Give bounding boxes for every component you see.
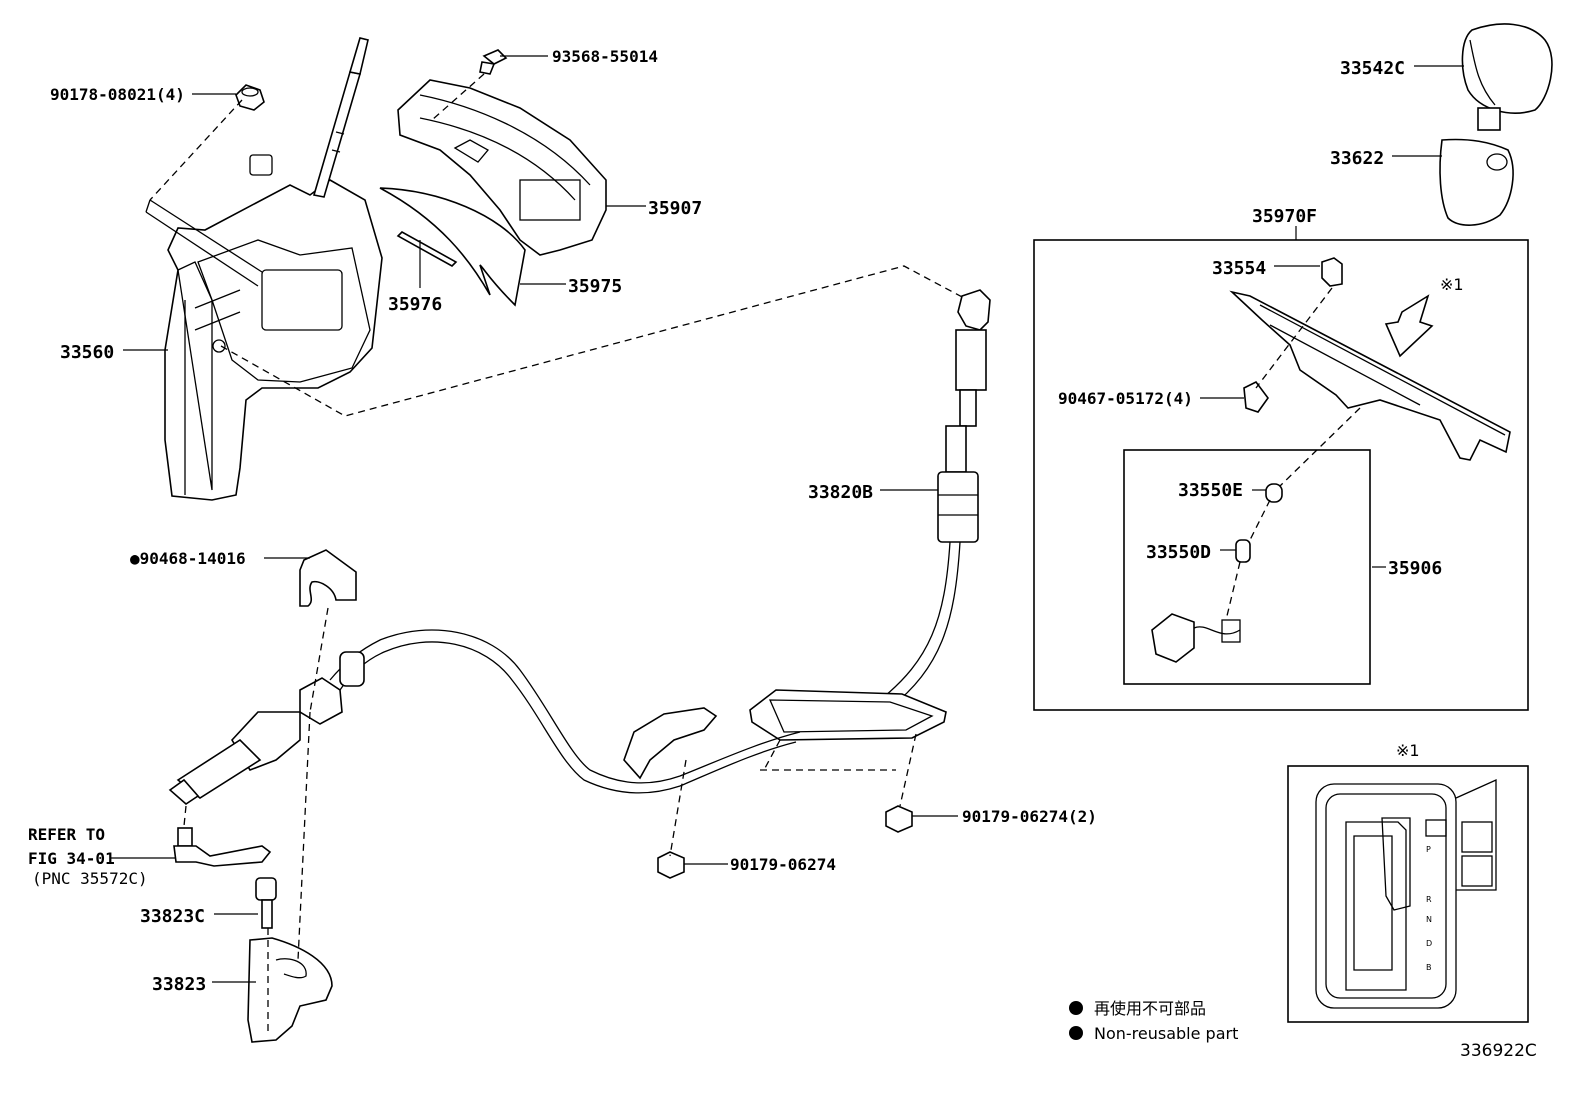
indicator-housing — [1229, 257, 1511, 461]
dashed-guides — [149, 73, 1361, 1034]
shift-lever-assembly — [145, 37, 383, 501]
refer-line-1: REFER TO — [28, 825, 105, 844]
label-35975: 35975 — [568, 276, 622, 297]
label-90179-a: 90179-06274(2) — [962, 807, 1097, 826]
label-33820B: 33820B — [808, 482, 873, 503]
shift-knob-33542C — [1461, 23, 1553, 131]
bolt-90178 — [235, 84, 265, 111]
legend-dot-1 — [1069, 1001, 1083, 1015]
label-33823: 33823 — [152, 974, 206, 995]
box-detail-1 — [1287, 765, 1529, 1023]
label-90179-b: 90179-06274 — [730, 855, 836, 874]
shift-gate-detail: P R N D B — [1315, 778, 1497, 1009]
label-90467: 90467-05172(4) — [1058, 389, 1193, 408]
bolt-93568 — [479, 49, 508, 75]
clip-90468 — [299, 549, 357, 607]
label-93568: 93568-55014 — [552, 47, 658, 66]
detail-mark-1: ※1 — [1396, 741, 1420, 760]
refer-line-3: (PNC 35572C) — [32, 869, 148, 888]
refer-line-2: FIG 34-01 — [28, 849, 115, 868]
boot-33622 — [1439, 138, 1514, 226]
gate-label-r: R — [1426, 895, 1432, 904]
gate-label-b: B — [1426, 963, 1432, 972]
label-35976: 35976 — [388, 294, 442, 315]
legend-en: Non-reusable part — [1094, 1024, 1238, 1043]
label-33550D: 33550D — [1146, 542, 1211, 563]
box-35906 — [1123, 449, 1371, 685]
bolt-33823C — [255, 877, 277, 929]
bulb-socket — [1151, 483, 1283, 663]
ref-mark-1: ※1 — [1440, 275, 1464, 294]
plate-35975 — [379, 187, 526, 307]
label-33622: 33622 — [1330, 148, 1384, 169]
gate-label-d: D — [1426, 939, 1432, 948]
legend-dot-2 — [1069, 1026, 1083, 1040]
label-35970F: 35970F — [1252, 206, 1317, 227]
leader-lines — [110, 55, 1464, 983]
figure-code: 336922C — [1460, 1041, 1537, 1061]
gasket-35976 — [396, 231, 458, 267]
cover-35907 — [397, 79, 607, 256]
bracket-33823 — [247, 937, 333, 1043]
box-35970F — [1033, 239, 1529, 711]
label-33560: 33560 — [60, 342, 114, 363]
label-33542C: 33542C — [1340, 58, 1405, 79]
label-90178: 90178-08021(4) — [50, 85, 185, 104]
nut-90179-b — [657, 851, 685, 879]
bracket-35572C — [173, 827, 272, 867]
gate-label-p: P — [1426, 845, 1431, 854]
label-35907: 35907 — [648, 198, 702, 219]
gate-label-n: N — [1426, 915, 1432, 924]
legend-jp: 再使用不可部品 — [1094, 999, 1206, 1018]
shift-cable-33820B — [168, 289, 991, 806]
label-90468: ●90468-14016 — [130, 549, 246, 568]
nut-90179-a — [885, 805, 913, 833]
label-35906: 35906 — [1388, 558, 1442, 579]
label-33550E: 33550E — [1178, 480, 1243, 501]
label-33554: 33554 — [1212, 258, 1266, 279]
label-33823C: 33823C — [140, 906, 205, 927]
